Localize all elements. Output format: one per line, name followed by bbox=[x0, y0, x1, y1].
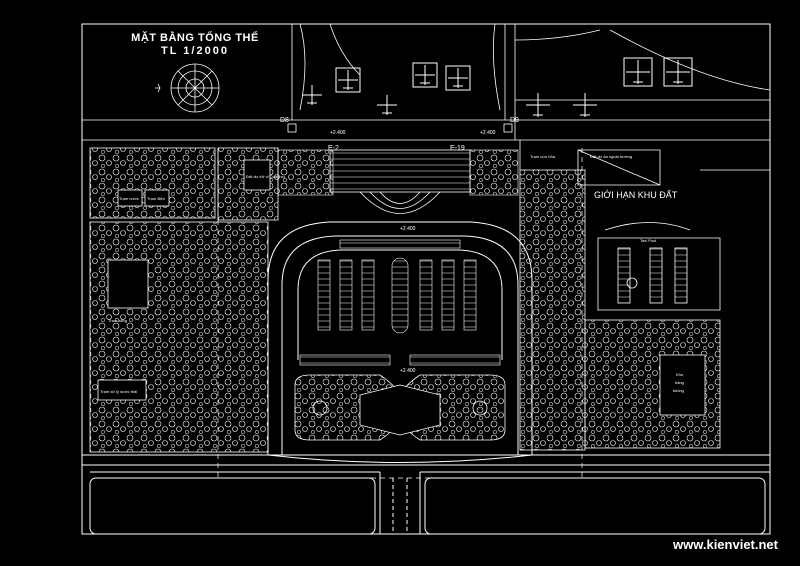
label-station: Trạm cứu hỏa bbox=[530, 154, 556, 159]
label-cargo-3: không bbox=[673, 388, 684, 393]
aircraft bbox=[663, 57, 693, 87]
tree-zone-right-main bbox=[519, 169, 586, 451]
label-left-service: Trạm xăng bbox=[108, 318, 127, 323]
left-facilities bbox=[97, 159, 271, 401]
label-d8: D8 bbox=[280, 117, 289, 124]
site-boundary-lines bbox=[217, 148, 583, 479]
tree-zone-top-center-right bbox=[469, 149, 519, 196]
aircraft bbox=[445, 65, 471, 91]
marker-d8 bbox=[287, 123, 297, 133]
label-left-box-1: Trạm nước bbox=[119, 196, 139, 201]
aircraft bbox=[302, 85, 322, 105]
taxi-pool bbox=[597, 222, 721, 311]
label-e19: E-19 bbox=[450, 145, 465, 152]
title-line-2: TL 1/2000 bbox=[161, 45, 229, 57]
label-left-bottom: Trạm xử lý nước thải bbox=[100, 389, 137, 394]
title-line-1: MẶT BẰNG TỔNG THỂ bbox=[131, 32, 259, 44]
aircraft bbox=[335, 67, 361, 93]
tree-zone-left-top bbox=[89, 147, 216, 219]
label-elev-mid: +2.400 bbox=[400, 226, 416, 232]
radar-symbol bbox=[155, 63, 220, 113]
aircraft bbox=[377, 95, 397, 115]
label-taxi-pool: Taxi Pool bbox=[640, 238, 656, 243]
label-elev-right: +2.400 bbox=[480, 130, 496, 136]
lower-plaza bbox=[294, 374, 506, 441]
label-e2: E-2 bbox=[328, 145, 339, 152]
aircraft bbox=[623, 57, 653, 87]
label-elev-lower: +2.400 bbox=[400, 368, 416, 374]
aircraft bbox=[412, 62, 438, 88]
right-top-area bbox=[519, 140, 770, 186]
terminal-building bbox=[329, 149, 471, 214]
aircraft-group bbox=[302, 57, 693, 117]
drawing-title: MẶT BẰNG TỔNG THỂ TL 1/2000 bbox=[120, 32, 270, 57]
label-elev-left: +2.400 bbox=[330, 130, 346, 136]
label-boundary: GIỚI HẠN KHU ĐẤT bbox=[594, 190, 678, 200]
label-area-right: Đất dự án ngoài trường bbox=[590, 154, 632, 159]
entrance-road bbox=[89, 471, 770, 535]
parking-rows bbox=[299, 239, 501, 366]
airfield-area bbox=[82, 23, 771, 141]
aircraft bbox=[526, 93, 550, 117]
marker-d9 bbox=[503, 123, 513, 133]
tree-zone-left-main bbox=[89, 221, 269, 453]
drawing-frame bbox=[81, 23, 771, 535]
label-cargo-2: hàng bbox=[675, 380, 684, 385]
loop-road bbox=[82, 221, 770, 466]
watermark: www.kienviet.net bbox=[673, 537, 778, 552]
aircraft bbox=[573, 93, 597, 117]
cargo-building bbox=[659, 354, 706, 416]
label-cargo-1: Kho bbox=[676, 372, 684, 377]
tree-zone-top-center bbox=[277, 149, 334, 196]
label-left-mid: Đất dự trữ vị Quân sự bbox=[246, 174, 285, 179]
label-d9: D9 bbox=[510, 117, 519, 124]
label-left-box-2: Trạm điện bbox=[147, 196, 165, 201]
